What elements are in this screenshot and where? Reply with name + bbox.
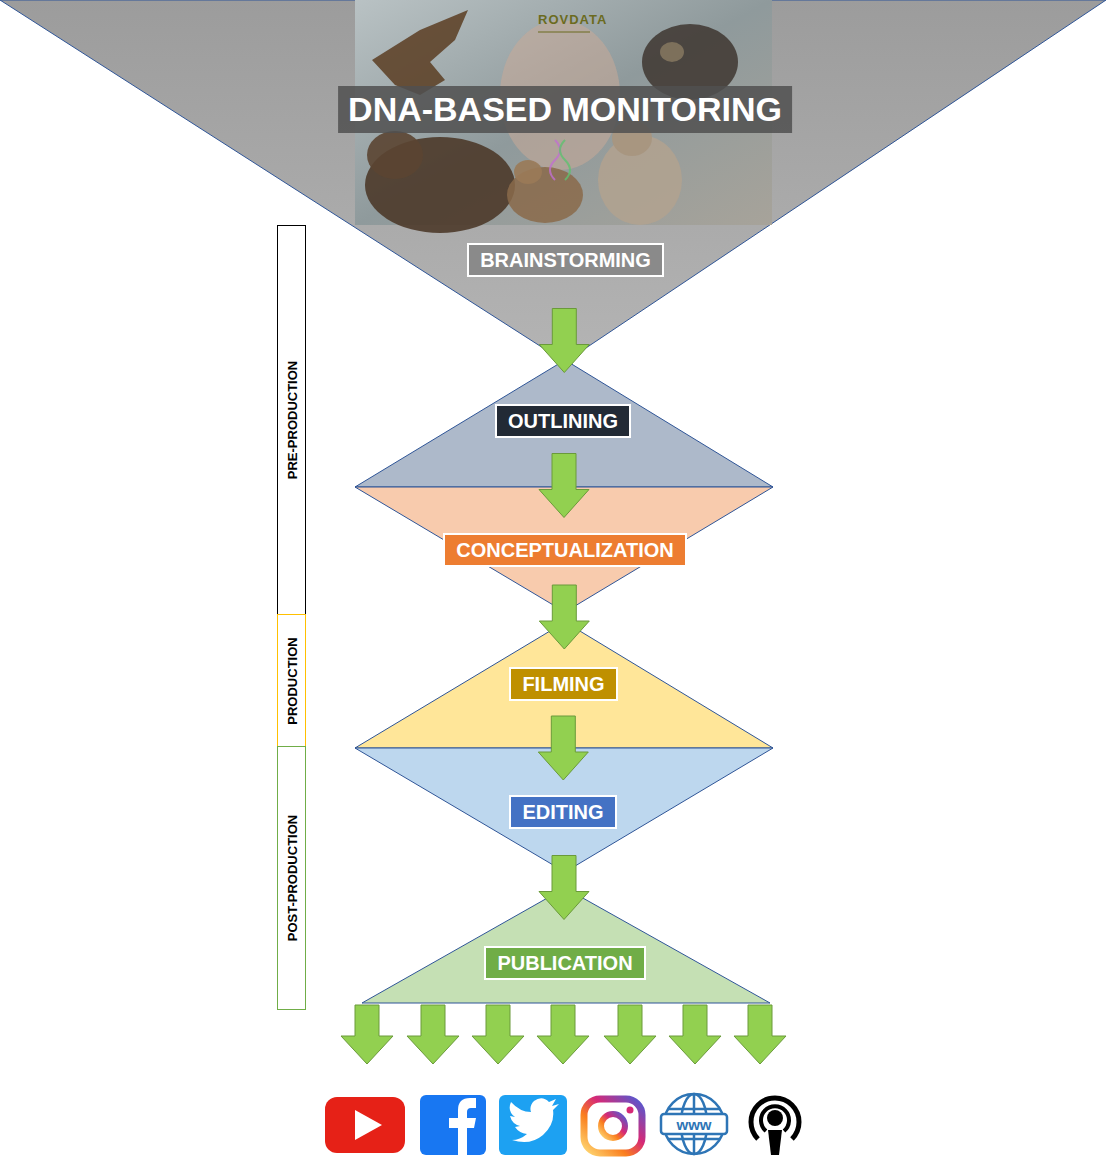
illustration-shape bbox=[499, 1095, 567, 1155]
logo-text: ROVDATA bbox=[538, 12, 607, 27]
funnel-shapes bbox=[0, 0, 1106, 1003]
illustration-shape bbox=[768, 1130, 782, 1155]
illustration-shape bbox=[514, 160, 542, 184]
phase-label: POST-PRODUCTION bbox=[284, 815, 299, 941]
diagram-title: DNA-BASED MONITORING bbox=[338, 86, 792, 133]
illustration-shape bbox=[550, 140, 560, 180]
stage-box: OUTLINING bbox=[495, 404, 631, 438]
stage-box: PUBLICATION bbox=[484, 946, 646, 980]
youtube-icon bbox=[325, 1097, 405, 1153]
stage-label: OUTLINING bbox=[508, 410, 618, 433]
illustration-shape bbox=[472, 1005, 524, 1064]
flow-arrow bbox=[539, 856, 589, 920]
stage-label: BRAINSTORMING bbox=[480, 249, 651, 272]
illustration-shape bbox=[761, 1106, 789, 1131]
flow-arrow bbox=[539, 585, 589, 649]
illustration-shape bbox=[668, 1108, 720, 1111]
illustration-shape bbox=[420, 1095, 486, 1155]
phase-bar: PRODUCTION bbox=[277, 614, 306, 747]
illustration-shape bbox=[407, 1005, 459, 1064]
phase-bar: POST-PRODUCTION bbox=[277, 746, 306, 1010]
icon-text: www bbox=[676, 1116, 711, 1133]
flow-arrow bbox=[539, 454, 589, 518]
illustration-shape bbox=[601, 1114, 625, 1138]
instagram-icon bbox=[584, 1099, 642, 1153]
illustration-shape bbox=[668, 1138, 720, 1141]
illustration-shape bbox=[538, 32, 590, 33]
illustration-shape bbox=[341, 1005, 393, 1064]
illustration-shape bbox=[627, 1107, 634, 1114]
illustration-shape bbox=[734, 1005, 786, 1064]
illustration-shape bbox=[604, 1005, 656, 1064]
phase-bar: PRE-PRODUCTION bbox=[277, 225, 306, 615]
flow-arrow bbox=[539, 309, 589, 373]
phase-label: PRE-PRODUCTION bbox=[284, 361, 299, 479]
illustration-shape bbox=[584, 1099, 642, 1153]
phase-label: PRODUCTION bbox=[284, 637, 299, 724]
stage-box: CONCEPTUALIZATION bbox=[443, 533, 687, 567]
stage-box: EDITING bbox=[509, 795, 617, 829]
illustration-shape bbox=[560, 140, 570, 180]
stage-label: CONCEPTUALIZATION bbox=[456, 539, 673, 562]
illustration-shape bbox=[372, 10, 468, 95]
podcast-icon bbox=[751, 1098, 799, 1155]
illustration-shape bbox=[669, 1005, 721, 1064]
illustration-shape bbox=[661, 1114, 727, 1134]
distribution-arrows bbox=[341, 1005, 786, 1064]
twitter-icon bbox=[499, 1095, 567, 1155]
illustration-shape bbox=[325, 1097, 405, 1153]
web-globe-icon bbox=[661, 1094, 727, 1154]
stage-box: BRAINSTORMING bbox=[467, 243, 664, 277]
illustration-shape bbox=[355, 1110, 382, 1140]
stage-label: FILMING bbox=[522, 673, 604, 696]
stage-label: EDITING bbox=[522, 801, 603, 824]
illustration-shape bbox=[767, 1110, 783, 1126]
illustration-shape bbox=[367, 131, 423, 179]
facebook-icon bbox=[420, 1095, 486, 1155]
stage-box: FILMING bbox=[509, 667, 618, 701]
illustration-shape bbox=[510, 1098, 559, 1142]
illustration-shape bbox=[660, 42, 684, 62]
stage-label: PUBLICATION bbox=[497, 952, 632, 975]
illustration-shape bbox=[449, 1098, 476, 1155]
illustration-shape bbox=[537, 1005, 589, 1064]
flow-arrow bbox=[538, 716, 588, 780]
illustration-shape bbox=[0, 0, 1106, 362]
